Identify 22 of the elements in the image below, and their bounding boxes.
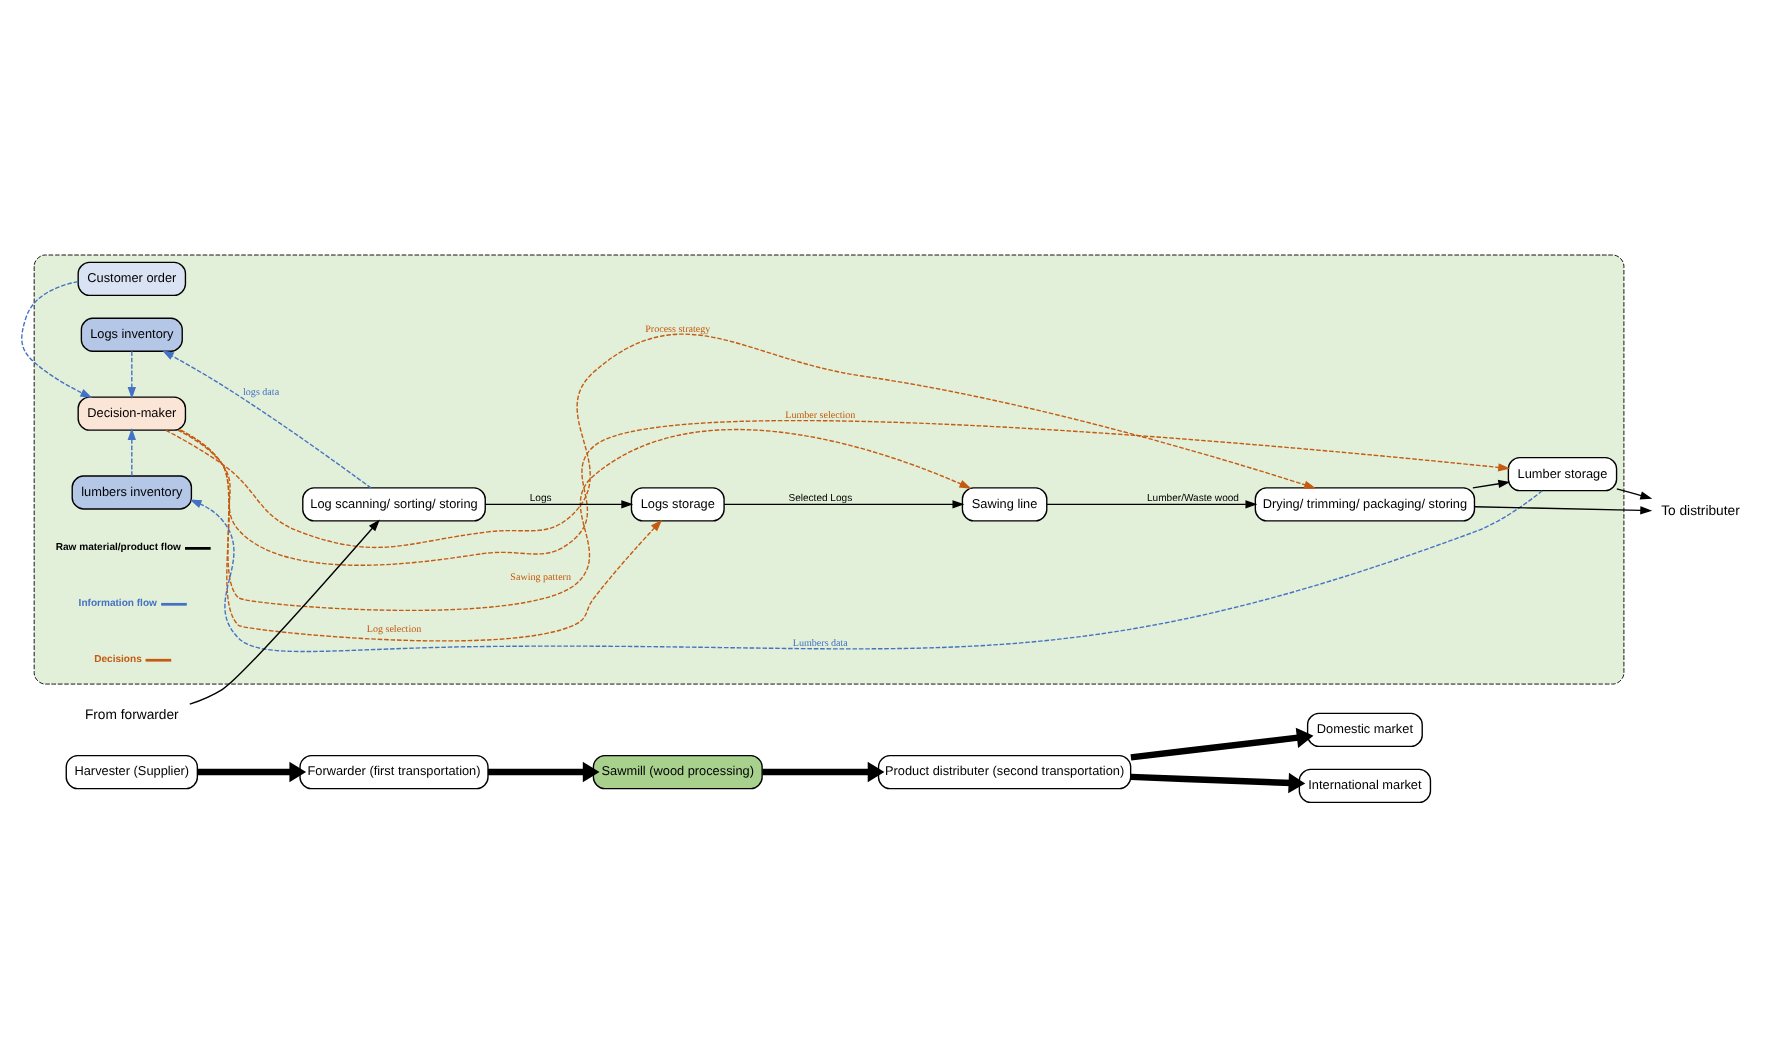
arrow <box>1473 506 1653 515</box>
arrow <box>1130 772 1306 794</box>
arrow <box>488 761 600 783</box>
arrow <box>189 519 380 705</box>
arrow <box>1046 500 1258 509</box>
arrow <box>161 350 372 489</box>
arrow <box>1616 488 1653 500</box>
arrow <box>179 429 972 611</box>
arrow <box>127 428 136 477</box>
arrow <box>165 333 1317 549</box>
arrow <box>1130 727 1314 761</box>
arrow <box>197 761 307 783</box>
arrow <box>762 761 885 783</box>
arrow <box>177 419 1511 566</box>
arrow <box>189 490 1543 653</box>
arrow <box>484 500 634 509</box>
arrow <box>127 350 136 400</box>
cluster <box>33 254 1625 685</box>
arrow <box>723 500 965 509</box>
arrow <box>179 429 663 642</box>
arrow <box>1472 479 1511 489</box>
arrow <box>21 280 93 398</box>
